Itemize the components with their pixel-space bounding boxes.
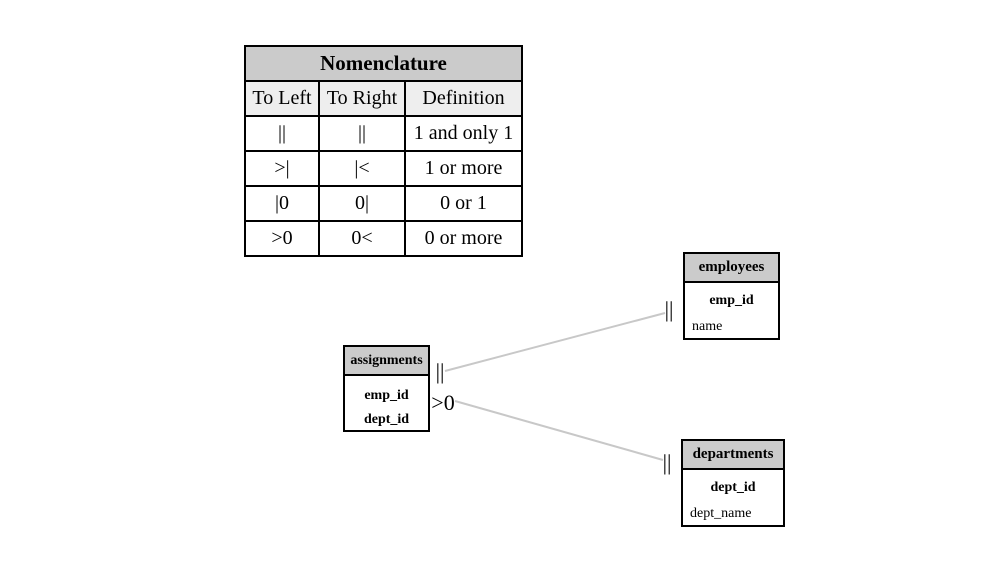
symbol-cell: || — [244, 115, 320, 152]
field-emp-id: emp_id — [364, 388, 409, 403]
definition-cell: 0 or more — [404, 220, 523, 257]
field-dept-name: dept_name — [690, 506, 752, 521]
definition-cell: 0 or 1 — [404, 185, 523, 222]
symbol-cell: || — [318, 115, 406, 152]
symbol-cell: |< — [318, 150, 406, 187]
table-row: To Left To Right Definition — [244, 80, 523, 117]
entity-departments: departments dept_id dept_name — [681, 439, 785, 527]
relationship-line-assignments-employees — [444, 312, 666, 372]
definition-cell: 1 and only 1 — [404, 115, 523, 152]
symbol-cell: >0 — [244, 220, 320, 257]
column-header-to-right: To Right — [318, 80, 406, 117]
nomenclature-table: Nomenclature To Left To Right Definition… — [244, 45, 523, 257]
entity-departments-title: departments — [683, 441, 783, 470]
entity-assignments: assignments emp_id dept_id — [343, 345, 430, 432]
definition-cell: 1 or more — [404, 150, 523, 187]
symbol-cell: 0| — [318, 185, 406, 222]
symbol-cell: >| — [244, 150, 320, 187]
nomenclature-title: Nomenclature — [244, 45, 523, 82]
entity-employees-body: emp_id name — [685, 283, 778, 340]
cardinality-symbol-assignments-to-departments: >0 — [431, 390, 455, 415]
cardinality-symbol-departments-end: || — [662, 450, 672, 475]
table-row: >| |< 1 or more — [244, 150, 523, 187]
symbol-cell: 0< — [318, 220, 406, 257]
entity-employees: employees emp_id name — [683, 252, 780, 340]
table-row: |0 0| 0 or 1 — [244, 185, 523, 222]
entity-assignments-body: emp_id dept_id — [345, 376, 428, 432]
field-emp-id: emp_id — [709, 293, 754, 308]
table-row: || || 1 and only 1 — [244, 115, 523, 152]
entity-employees-title: employees — [685, 254, 778, 283]
field-dept-id: dept_id — [363, 412, 410, 427]
cardinality-symbol-employees-end: || — [664, 297, 674, 322]
entity-departments-body: dept_id dept_name — [683, 470, 783, 527]
table-row: Nomenclature — [244, 45, 523, 82]
cardinality-symbol-assignments-to-employees: || — [435, 359, 445, 384]
column-header-to-left: To Left — [244, 80, 320, 117]
field-dept-id: dept_id — [710, 480, 756, 495]
symbol-cell: |0 — [244, 185, 320, 222]
entity-assignments-title: assignments — [345, 347, 428, 376]
column-header-definition: Definition — [404, 80, 523, 117]
field-name: name — [692, 319, 723, 334]
relationship-line-assignments-departments — [454, 400, 664, 461]
table-row: >0 0< 0 or more — [244, 220, 523, 257]
